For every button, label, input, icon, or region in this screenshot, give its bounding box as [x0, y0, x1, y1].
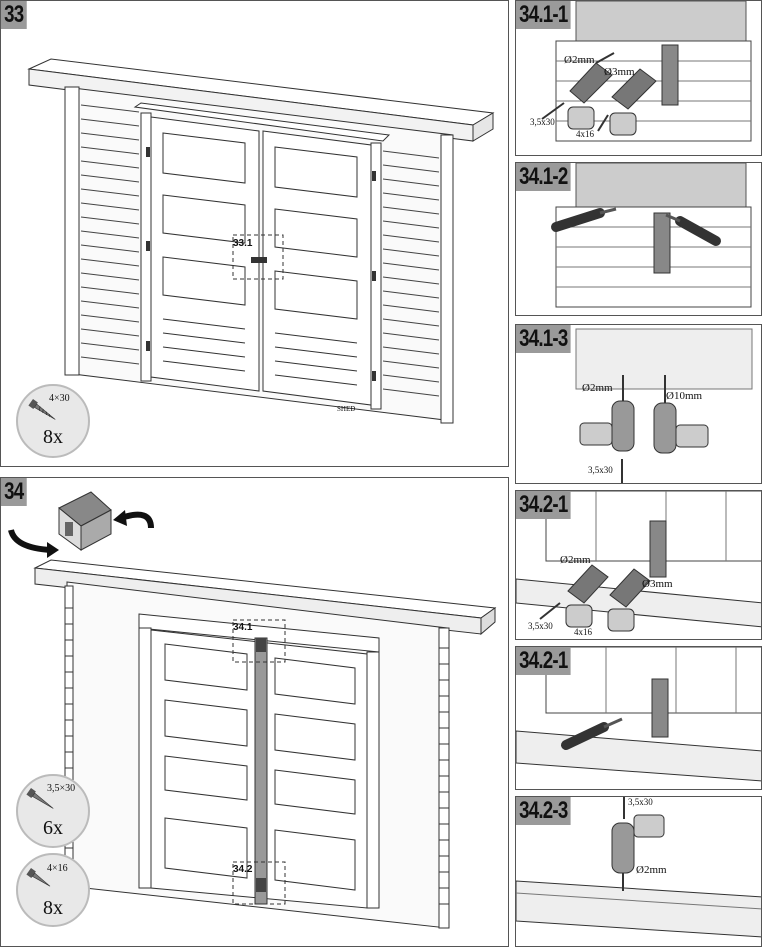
drill-size-small: Ø2mm — [636, 864, 667, 876]
hinge — [661, 44, 679, 106]
left-door-leaf — [150, 116, 260, 392]
step-34-1-2-label: 34.1-2 — [516, 163, 571, 191]
step-34-1-3-label: 34.1-3 — [516, 325, 571, 353]
hinge — [653, 212, 671, 274]
screw-icon — [26, 788, 54, 809]
drill-icon — [567, 52, 615, 130]
step-34-label: 34 — [1, 478, 27, 506]
fastener-spec: 4×16 — [47, 863, 68, 874]
top-latch — [256, 638, 266, 652]
screw-icon — [597, 114, 609, 132]
stamp-label: SHED — [337, 405, 355, 413]
door-bolt — [251, 257, 267, 263]
drill-icon — [653, 375, 709, 454]
screwdriver-icon — [561, 717, 623, 750]
callout-box-33-1 — [232, 234, 284, 280]
step-34-2-1b-label: 34.2-1 — [516, 647, 571, 675]
fastener-count: 8x — [43, 426, 63, 448]
screwdriver-icon — [665, 213, 721, 246]
fastener-spec: 4×30 — [49, 393, 70, 404]
step-34-1-2-illustration — [551, 163, 752, 308]
step-34-2-1b-panel: 34.2-1 — [515, 646, 762, 790]
screw-icon — [28, 399, 56, 420]
drill-size-small: Ø2mm — [564, 54, 595, 66]
step-34-2-3-illustration: 3,5x30 Ø2mm — [516, 797, 761, 938]
hinges — [146, 147, 376, 381]
fastener-badge-34-a: 3,5×30 6x — [16, 774, 90, 848]
right-siding — [382, 150, 440, 397]
step-34-2-1-panel: Ø2mm Ø3mm 3,5x30 4x16 34.2-1 — [515, 490, 762, 640]
center-bar — [254, 637, 268, 905]
step-34-2-3-label: 34.2-3 — [516, 797, 571, 825]
drill-icon — [579, 375, 635, 452]
fastener-count: 8x — [43, 897, 63, 919]
step-34-2-1b-illustration — [516, 647, 761, 782]
drill-size-large: Ø3mm — [604, 66, 635, 78]
callout-box-34-2 — [232, 861, 286, 905]
screw-spec: 3,5x30 — [588, 465, 613, 475]
drill-icon — [611, 814, 665, 891]
step-34-1-3-illustration: Ø2mm Ø10mm 3,5x30 — [575, 328, 753, 483]
fastener-count: 6x — [43, 817, 63, 839]
callout-label-33-1: 33.1 — [233, 238, 253, 249]
callout-label-34-2: 34.2 — [233, 864, 253, 875]
screw-spec-b: 4x16 — [574, 627, 593, 637]
fastener-spec: 3,5×30 — [47, 783, 75, 794]
screwdriver-icon — [551, 207, 617, 232]
screw-icon — [539, 602, 561, 620]
drill-icon — [607, 568, 651, 632]
step-34-1-1-panel: Ø2mm Ø3mm 3,5x30 4x16 34.1-1 — [515, 0, 762, 156]
fastener-badge-33: 4×30 8x — [16, 384, 90, 458]
drill-size-small: Ø2mm — [582, 382, 613, 394]
rotate-shed-icon — [8, 491, 154, 558]
hinge — [651, 678, 669, 738]
screw-spec-a: 3,5x30 — [530, 117, 555, 127]
drill-icon — [565, 564, 609, 628]
screw-spec-b: 4x16 — [576, 129, 595, 139]
callout-box-34-1 — [232, 619, 286, 663]
door-frame-left — [138, 627, 152, 889]
drill-icon — [609, 68, 657, 136]
step-34-1-3-panel: Ø2mm Ø10mm 3,5x30 34.1-3 — [515, 324, 762, 484]
step-34-1-2-panel: 34.1-2 — [515, 162, 762, 316]
step-34-1-1-illustration: Ø2mm Ø3mm 3,5x30 4x16 — [530, 1, 752, 142]
hinge — [649, 520, 667, 578]
bottom-latch — [256, 878, 266, 892]
screw-icon — [26, 868, 51, 887]
step-34-2-3-panel: 3,5x30 Ø2mm 34.2-3 — [515, 796, 762, 947]
step-33-panel: 33.1 SHED 4×30 8x 33 — [0, 0, 509, 467]
screw-icon — [541, 102, 565, 120]
callout-label-34-1: 34.1 — [233, 622, 253, 633]
drill-size-large: Ø3mm — [642, 578, 673, 590]
step-33-illustration: 33.1 SHED 4×30 8x — [16, 58, 495, 458]
door-header — [133, 102, 391, 142]
step-34-2-1-illustration: Ø2mm Ø3mm 3,5x30 4x16 — [516, 491, 761, 637]
door-frame-right — [366, 651, 380, 909]
screw-spec: 3,5x30 — [628, 797, 653, 807]
step-34-1-1-label: 34.1-1 — [516, 1, 571, 29]
step-34-illustration: 34.1 34.2 3,5×30 6x 4×16 8x — [8, 491, 497, 929]
step-33-label: 33 — [1, 1, 27, 29]
fastener-badge-34-b: 4×16 8x — [16, 853, 90, 927]
step-34-panel: 34.1 34.2 3,5×30 6x 4×16 8x 34 — [0, 477, 509, 947]
screw-spec-a: 3,5x30 — [528, 621, 553, 631]
corner-posts — [64, 585, 450, 929]
step-34-2-1-label: 34.2-1 — [516, 491, 571, 519]
right-door-leaf — [262, 130, 372, 406]
drill-size-small: Ø2mm — [560, 554, 591, 566]
drill-size-large: Ø10mm — [666, 390, 703, 402]
left-siding — [80, 104, 140, 365]
